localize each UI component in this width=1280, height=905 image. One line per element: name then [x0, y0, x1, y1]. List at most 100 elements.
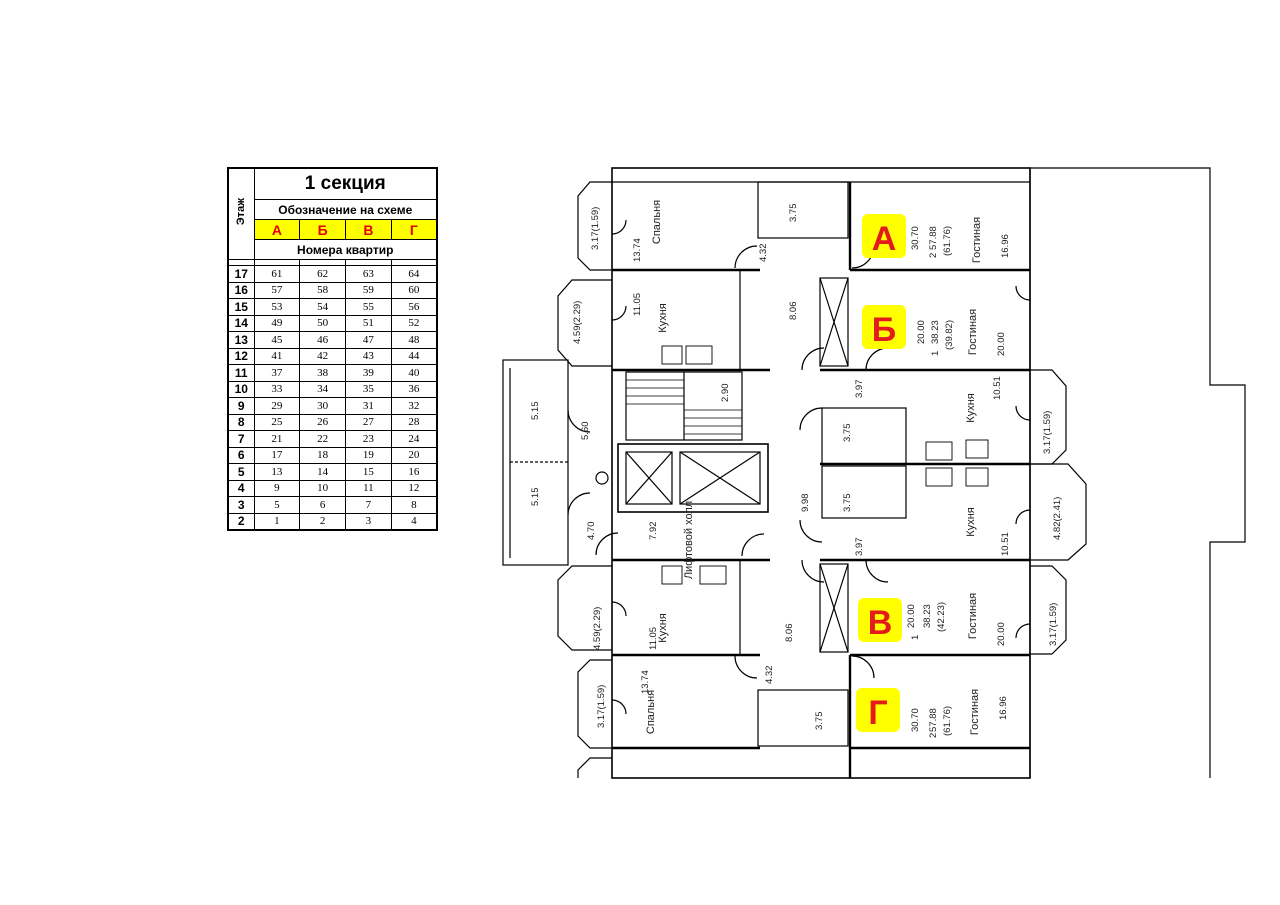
label-lift-hall: Лифтовой холл — [683, 501, 695, 579]
apt-v-living: 20.00 — [906, 604, 917, 628]
dim-stair: 2.90 — [720, 384, 731, 403]
label-bedroom-g: Спальня — [645, 690, 657, 734]
section-title: 1 секция — [253, 167, 438, 200]
label-kitchen-a: Кухня — [657, 303, 669, 332]
lift-block — [617, 443, 769, 513]
section-outline — [611, 167, 1031, 779]
apt-a-total: 57.88 — [928, 226, 939, 250]
dim-balcony-kitchen-a: 4.59(2.29) — [572, 301, 583, 344]
apt-b-rooms: 1 — [930, 351, 941, 356]
apt-a-living-room: 16.96 — [1000, 234, 1011, 258]
door-arc — [851, 655, 875, 679]
door-arc — [567, 492, 591, 516]
door-arc — [734, 655, 758, 679]
apt-b-living-room: 20.00 — [996, 332, 1007, 356]
floor-number: 13 — [227, 331, 255, 349]
balcony-v-kitchen-right — [1030, 463, 1087, 561]
stove-b — [965, 439, 989, 459]
dim-corridor-center: 9.98 — [800, 494, 811, 513]
balcony-g-left — [577, 659, 612, 749]
door-arc — [1015, 623, 1031, 639]
label-living-a: Гостиная — [971, 217, 983, 263]
plan-walls — [502, 167, 1246, 779]
door-arc — [865, 347, 889, 371]
apt-v-living-room: 20.00 — [996, 622, 1007, 646]
letter-a: А — [253, 219, 301, 240]
apt-g-balcony: (61.76) — [942, 706, 953, 736]
sink-g — [699, 565, 727, 585]
door-arc — [865, 559, 889, 583]
apt-g-rooms: 2 — [928, 733, 939, 738]
dim-bedroom-a: 13.74 — [632, 238, 643, 262]
waste-chute-icon — [595, 471, 609, 485]
dim-bedroom-g: 13.74 — [640, 670, 651, 694]
door-arc — [567, 409, 591, 433]
door-arc — [1015, 509, 1031, 525]
label-living-b: Гостиная — [967, 309, 979, 355]
dim-kitchen-v: 10.51 — [1000, 532, 1011, 556]
dim-corridor-a: 8.06 — [788, 302, 799, 321]
dim-balcony-v-kitchen: 4.82(2.41) — [1052, 497, 1063, 540]
marker-b: Б — [872, 311, 896, 349]
dim-hall-b: 3.97 — [854, 380, 865, 399]
shaft-top — [819, 277, 849, 367]
label-kitchen-g: Кухня — [657, 613, 669, 642]
bathroom-a — [757, 181, 849, 239]
balcony-a-left — [577, 181, 612, 271]
stove-g — [661, 565, 683, 585]
shaft-bottom — [819, 563, 849, 653]
door-arc — [741, 533, 765, 557]
apartment-areas: 2 30.70 57.88 (61.76) 16.96 1 20.00 38.2… — [906, 226, 1011, 738]
dim-balcony-v: 3.17(1.59) — [1048, 603, 1059, 646]
lift-large — [679, 451, 761, 505]
door-arc — [611, 305, 627, 321]
apt-g-living: 30.70 — [910, 708, 921, 732]
balcony-kitchen-g — [557, 565, 612, 651]
marker-a: А — [872, 220, 897, 258]
apt-a-rooms: 2 — [928, 253, 939, 258]
apartment-markers: А Б В Г — [856, 214, 906, 732]
label-living-v: Гостиная — [967, 593, 979, 639]
lift-small — [625, 451, 673, 505]
door-arc — [611, 219, 627, 235]
floor-header-cell: Этаж — [227, 167, 255, 260]
door-arc — [799, 407, 823, 431]
numbers-label: Номера квартир — [253, 239, 438, 260]
apartment-number: 1 — [253, 512, 301, 531]
dim-kitchen-g: 11.05 — [648, 627, 659, 650]
letter-g: Г — [390, 219, 438, 240]
door-arc — [1015, 405, 1031, 421]
dim-kitchen-b: 10.51 — [992, 376, 1003, 400]
label-living-g: Гостиная — [969, 689, 981, 735]
door-arc — [799, 519, 823, 543]
floor-number: 17 — [227, 265, 255, 283]
marker-a-highlight — [862, 214, 906, 258]
label-kitchen-b: Кухня — [965, 393, 977, 422]
apartment-numbers-table: Этаж 1 секция Обозначение на схеме А Б В… — [227, 167, 438, 531]
dim-loggia-mid: 5.60 — [580, 422, 591, 441]
adjacent-building-outline — [1030, 167, 1246, 778]
door-arc — [801, 347, 825, 371]
stove-a — [661, 345, 683, 365]
stove-v — [965, 467, 989, 487]
apt-b-balcony: (39.82) — [944, 320, 955, 350]
floor-number: 12 — [227, 347, 255, 365]
floor-number: 15 — [227, 298, 255, 316]
dim-vestibule: 4.70 — [586, 522, 597, 541]
letter-b: Б — [299, 219, 346, 240]
dim-corridor-g: 8.06 — [784, 624, 795, 643]
dim-lift-hall: 7.92 — [648, 522, 659, 541]
room-labels: Спальня Кухня Гостиная Гостиная Кухня Ку… — [645, 200, 983, 735]
marker-g-highlight — [856, 688, 900, 732]
